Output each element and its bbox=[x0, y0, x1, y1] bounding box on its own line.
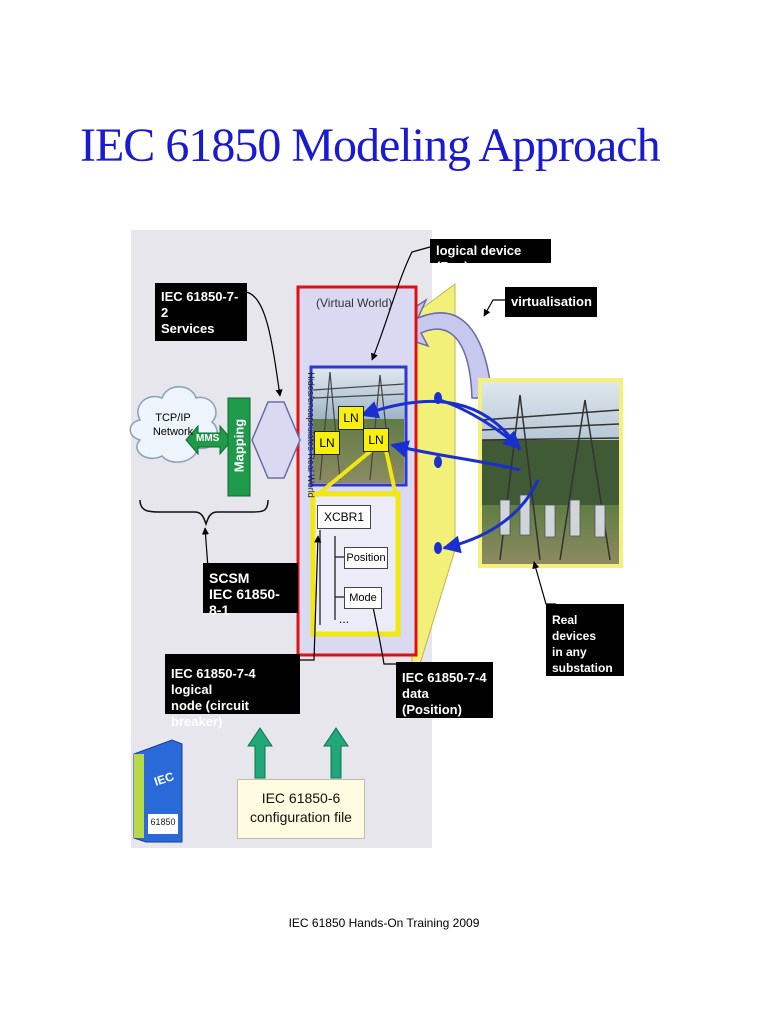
page-title: IEC 61850 Modeling Approach bbox=[80, 119, 661, 172]
book-number: 61850 bbox=[150, 817, 176, 827]
service-link-arrow bbox=[251, 401, 301, 479]
logical-node-pointer bbox=[298, 535, 322, 661]
real-photo-breakers bbox=[499, 494, 606, 538]
ln-to-tree-line-1 bbox=[314, 448, 374, 498]
book-label bbox=[148, 814, 178, 834]
mapping-label: Mapping bbox=[231, 418, 247, 473]
services-pointer bbox=[245, 291, 283, 397]
logical-node-callout: IEC 61850-7-4 logical node (circuit brea… bbox=[165, 654, 300, 729]
position-data: Position bbox=[344, 547, 388, 569]
mode-data: Mode bbox=[344, 587, 382, 609]
mapping-bar bbox=[227, 397, 251, 497]
xcbr-node: XCBR1 bbox=[317, 505, 371, 529]
logical-node-1: LN bbox=[338, 406, 364, 430]
config-up-arrow-2 bbox=[323, 727, 349, 779]
wall-port-2 bbox=[434, 456, 442, 468]
logical-node-2: LN bbox=[314, 431, 340, 455]
logical-device-callout: logical device (Bay) bbox=[430, 239, 551, 274]
virtualisation-callout: virtualisation bbox=[505, 287, 597, 317]
real-to-ln-arrow-3 bbox=[442, 479, 540, 554]
logical-device-pointer bbox=[371, 246, 431, 361]
config-up-arrow-1 bbox=[247, 727, 273, 779]
real-devices-pointer bbox=[532, 561, 556, 605]
ln-to-tree-line-2 bbox=[384, 449, 398, 497]
data-position-callout: IEC 61850-7-4 data (Position) bbox=[396, 662, 493, 718]
services-callout: IEC 61850-7-2 Services bbox=[155, 283, 247, 341]
real-to-ln-arrow-4 bbox=[439, 398, 522, 450]
config-file-note: IEC 61850-6 configuration file bbox=[237, 779, 365, 839]
scsm-callout: SCSM IEC 61850-8-1 bbox=[203, 563, 298, 618]
scsm-brace bbox=[139, 499, 269, 527]
book-spine bbox=[134, 754, 144, 838]
wall-port-3 bbox=[434, 542, 442, 554]
virtual-world-label: (Virtual World) bbox=[316, 296, 393, 310]
scsm-pointer bbox=[201, 527, 210, 569]
real-devices-callout: Real devices in any substation bbox=[546, 604, 624, 676]
virtualisation-pointer bbox=[483, 299, 505, 317]
network-label: TCP/IP Network bbox=[152, 412, 194, 438]
real-to-ln-arrow-2 bbox=[390, 440, 521, 472]
tree-ellipsis: ... bbox=[339, 612, 350, 626]
real-photo-trees bbox=[482, 440, 619, 510]
xcbr-tree-lines bbox=[319, 530, 344, 625]
logical-node-3: LN bbox=[363, 428, 389, 452]
mms-label: MMS bbox=[196, 433, 220, 444]
page-footer: IEC 61850 Hands-On Training 2009 bbox=[288, 916, 480, 930]
logical-device-box bbox=[309, 365, 408, 487]
real-world-wall bbox=[411, 283, 456, 691]
